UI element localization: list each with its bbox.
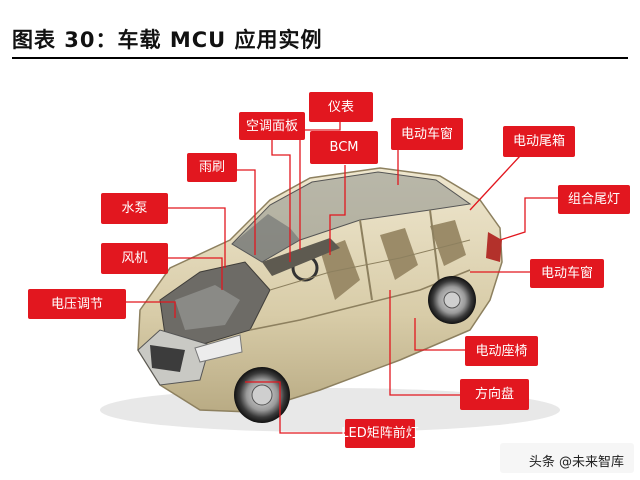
callout-yibiao: 仪表 bbox=[309, 92, 373, 122]
callout-shuibeng: 水泵 bbox=[101, 193, 168, 224]
callout-chechuang-top: 电动车窗 bbox=[391, 118, 463, 150]
leader-fengji bbox=[168, 257, 223, 290]
leader-yushua bbox=[235, 169, 256, 255]
leader-shuibeng bbox=[168, 207, 226, 268]
callout-led: LED矩阵前灯 bbox=[341, 419, 419, 448]
leader-yibiao bbox=[299, 120, 341, 250]
car-illustration bbox=[100, 167, 560, 432]
callout-yushua: 雨刷 bbox=[187, 153, 237, 182]
callout-dianya: 电压调节 bbox=[28, 289, 126, 319]
callout-weideng: 组合尾灯 bbox=[558, 185, 630, 214]
callout-zuoyi: 电动座椅 bbox=[465, 336, 538, 366]
watermark-backdrop bbox=[500, 443, 634, 473]
leader-lines bbox=[126, 120, 560, 434]
callout-fangxiangpan: 方向盘 bbox=[460, 379, 529, 410]
callout-kongtiao: 空调面板 bbox=[239, 112, 305, 140]
callout-bcm: BCM bbox=[310, 131, 378, 164]
figure-title: 图表 30：车载 MCU 应用实例 bbox=[12, 28, 323, 52]
leader-kongtiao bbox=[271, 138, 291, 262]
leader-weideng bbox=[499, 197, 560, 241]
callout-fengji: 风机 bbox=[101, 243, 168, 274]
watermark: 头条 @未来智库 bbox=[528, 455, 624, 470]
title-divider bbox=[12, 57, 628, 59]
leader-led bbox=[245, 381, 345, 434]
leader-zuoyi bbox=[414, 318, 465, 351]
leader-fangxiangpan bbox=[389, 290, 460, 396]
leader-weixiang bbox=[469, 155, 521, 211]
callout-weixiang: 电动尾箱 bbox=[503, 126, 575, 157]
leader-bcm bbox=[329, 165, 346, 255]
leader-dianya bbox=[126, 301, 176, 318]
callout-chechuang-right: 电动车窗 bbox=[530, 259, 604, 288]
